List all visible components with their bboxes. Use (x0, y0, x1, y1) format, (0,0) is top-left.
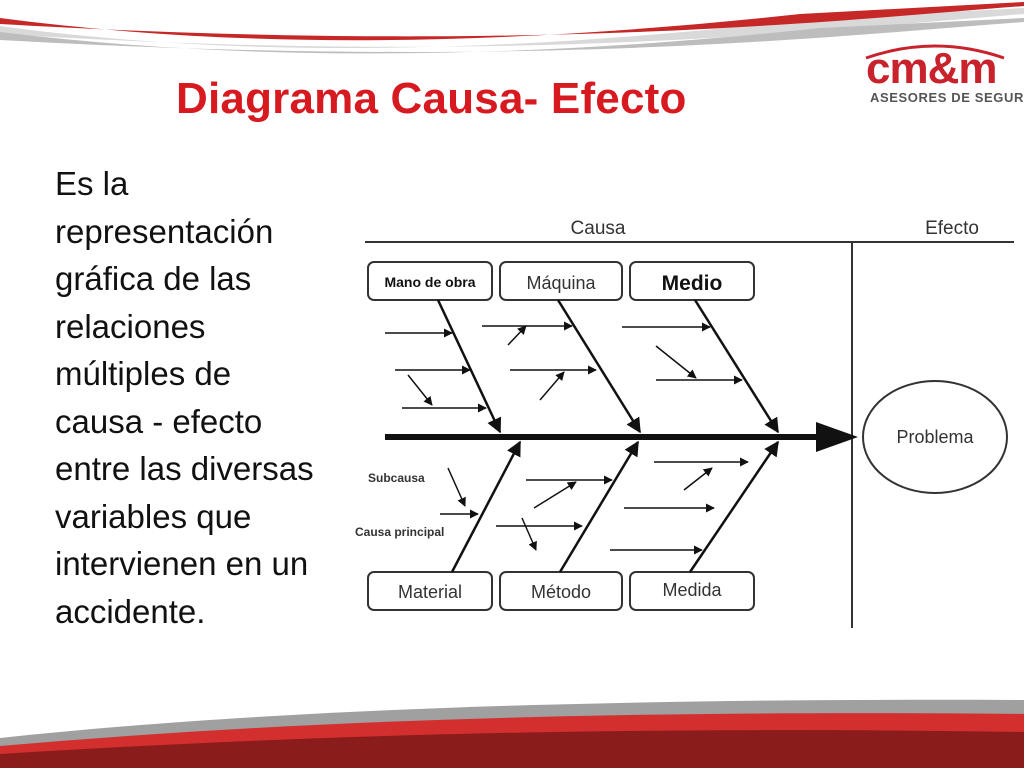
category-label-material: Material (398, 582, 462, 602)
bone-material (450, 440, 522, 573)
problem-label: Problema (896, 427, 974, 447)
logo-roof-icon (865, 44, 1005, 60)
top-swoosh-decoration (0, 2, 1024, 54)
category-label-medio: Medio (662, 272, 723, 295)
bone-metodo (558, 440, 640, 573)
subcause-arrow (447, 467, 466, 507)
subcause-arrow (655, 345, 697, 379)
logo-mark-text: cm&m (866, 44, 997, 93)
spine-arrowhead (816, 422, 858, 452)
logo-subtitle: ASESORES DE SEGUROS (870, 90, 1024, 105)
problem-ellipse (862, 380, 1008, 494)
slide-title: Diagrama Causa- Efecto (176, 74, 687, 123)
bone-medida (688, 440, 780, 573)
subcause-arrow (507, 325, 527, 346)
slide-body-text: Es la representación gráfica de las rela… (55, 165, 314, 630)
category-box-medida: Medida (629, 571, 755, 611)
bottom-swoosh-decoration (0, 699, 1024, 768)
category-box-mano-de-obra: Mano de obra (367, 261, 493, 301)
category-label-mano-de-obra: Mano de obra (384, 274, 475, 290)
category-label-metodo: Método (531, 582, 591, 602)
bone-medio (693, 299, 780, 434)
fishbone-diagram: Causa Efecto Problema Mano de obra Máqui… (355, 218, 1014, 628)
company-logo: cm&m ASESORES DE SEGUROS (860, 40, 1024, 112)
header-effect-label: Efecto (925, 218, 979, 239)
subcause-arrow (539, 371, 565, 401)
bone-maquina (556, 299, 642, 434)
subcause-arrow (533, 481, 577, 509)
category-box-medio: Medio (629, 261, 755, 301)
category-label-maquina: Máquina (526, 273, 596, 293)
subcause-arrow (407, 374, 433, 406)
category-box-maquina: Máquina (499, 261, 623, 301)
header-cause-label: Causa (571, 218, 626, 239)
category-box-material: Material (367, 571, 493, 611)
annotation-subcausa: Subcausa (368, 471, 425, 485)
annotation-causa-principal: Causa principal (355, 525, 444, 539)
category-box-metodo: Método (499, 571, 623, 611)
category-label-medida: Medida (662, 580, 722, 600)
bone-mano-de-obra (436, 299, 502, 434)
subcause-arrow (683, 467, 713, 491)
subcause-arrow (521, 517, 537, 551)
